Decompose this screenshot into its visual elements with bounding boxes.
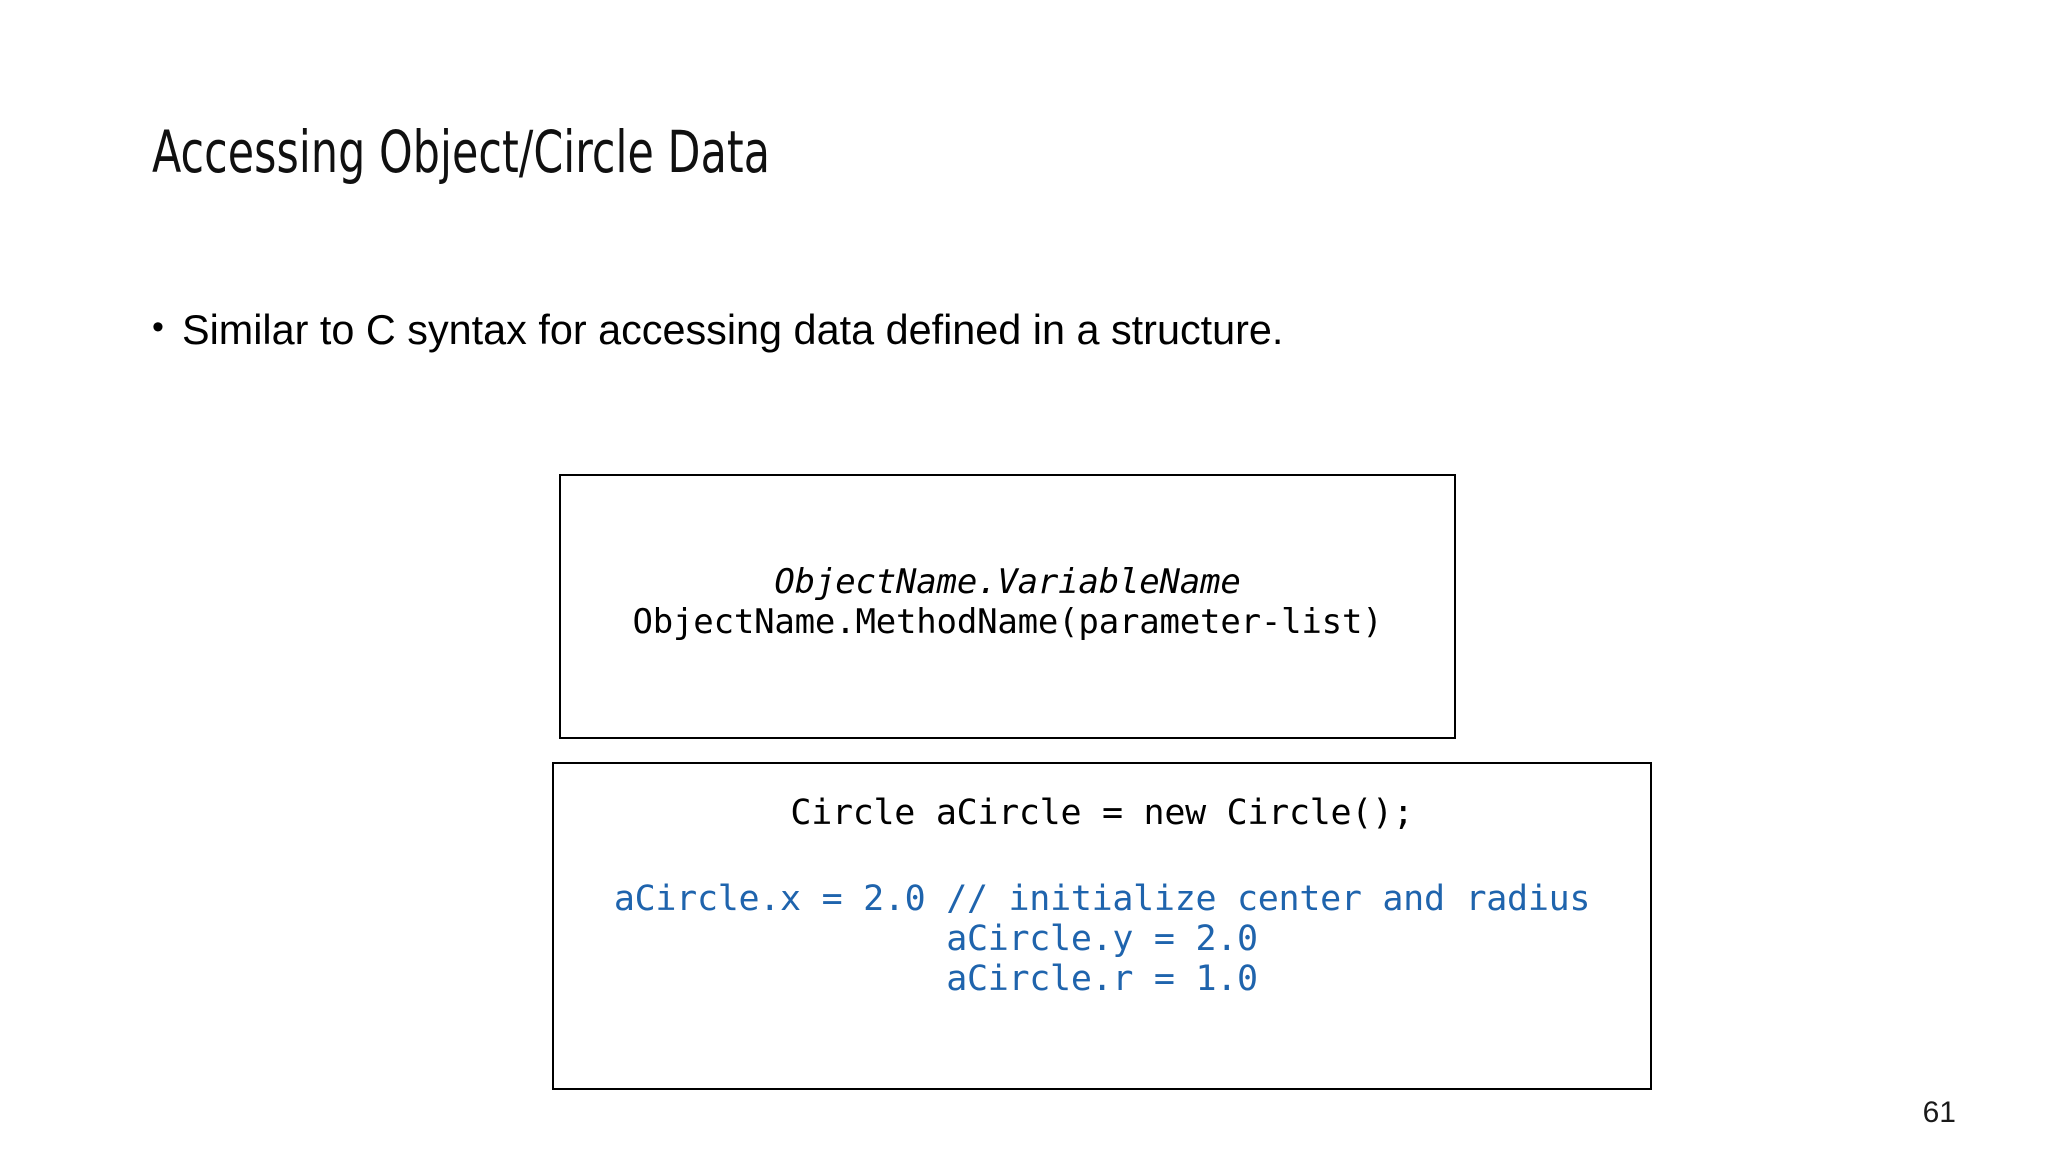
syntax-code-box: ObjectName.VariableName ObjectName.Metho… xyxy=(559,474,1456,739)
bullet-item-label: Similar to C syntax for accessing data d… xyxy=(182,306,1284,353)
bullet-marker-icon: • xyxy=(152,308,164,346)
bullet-list-item: • Similar to C syntax for accessing data… xyxy=(152,306,1852,353)
example-line-assign-r: aCircle.r = 1.0 xyxy=(946,958,1258,999)
example-line-assign-y: aCircle.y = 2.0 xyxy=(946,918,1258,959)
example-code-box: Circle aCircle = new Circle(); aCircle.x… xyxy=(552,762,1652,1090)
example-line-declaration: Circle aCircle = new Circle(); xyxy=(790,793,1414,833)
example-line-assign-x: aCircle.x = 2.0 // initialize center and… xyxy=(613,878,1591,919)
syntax-line-variable-access: ObjectName.VariableName xyxy=(774,561,1241,602)
page-title: Accessing Object/Circle Data xyxy=(152,118,771,186)
syntax-line-method-call: ObjectName.MethodName(parameter-list) xyxy=(632,601,1383,642)
page-number: 61 xyxy=(1922,1096,1956,1129)
